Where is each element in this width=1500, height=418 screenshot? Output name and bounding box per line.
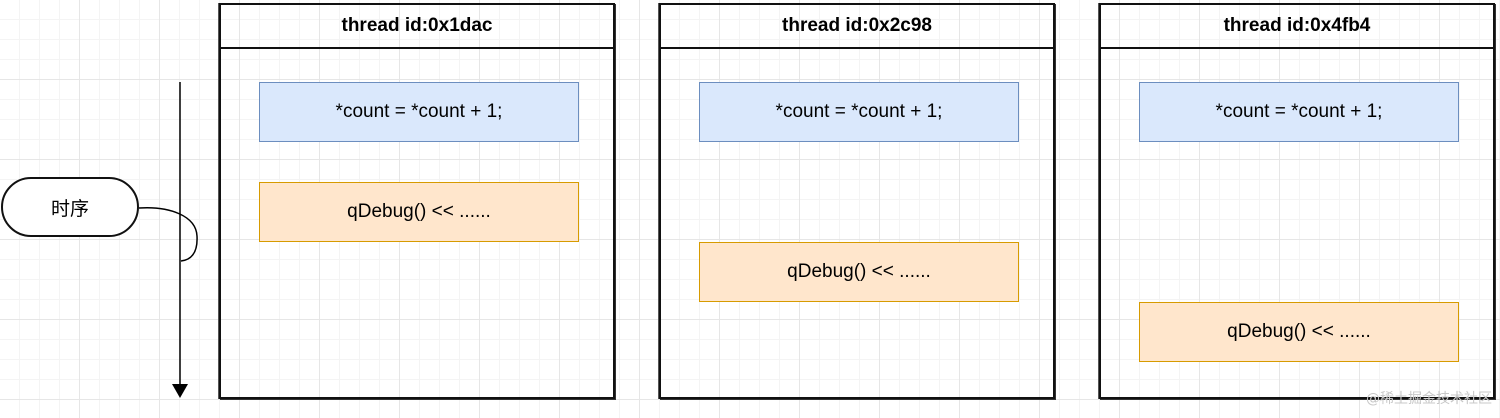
thread-title: thread id:0x4fb4 xyxy=(1101,5,1493,49)
qdebug-statement: qDebug() << ...... xyxy=(259,182,579,242)
timeline-label: 时序 xyxy=(1,177,139,237)
thread-title: thread id:0x2c98 xyxy=(661,5,1053,49)
qdebug-statement: qDebug() << ...... xyxy=(1139,302,1459,362)
qdebug-statement: qDebug() << ...... xyxy=(699,242,1019,302)
timeline-connector xyxy=(138,207,198,262)
count-increment-statement: *count = *count + 1; xyxy=(699,82,1019,142)
timeline-arrow xyxy=(138,82,198,398)
thread-panel-2: thread id:0x2c98 *count = *count + 1; qD… xyxy=(659,3,1055,399)
timeline-arrowhead xyxy=(172,384,188,398)
watermark: @稀土掘金技术社区 xyxy=(1366,391,1492,407)
thread-panel-3: thread id:0x4fb4 *count = *count + 1; qD… xyxy=(1099,3,1495,399)
count-increment-statement: *count = *count + 1; xyxy=(259,82,579,142)
count-increment-statement: *count = *count + 1; xyxy=(1139,82,1459,142)
thread-title: thread id:0x1dac xyxy=(221,5,613,49)
thread-panel-1: thread id:0x1dac *count = *count + 1; qD… xyxy=(219,3,615,399)
